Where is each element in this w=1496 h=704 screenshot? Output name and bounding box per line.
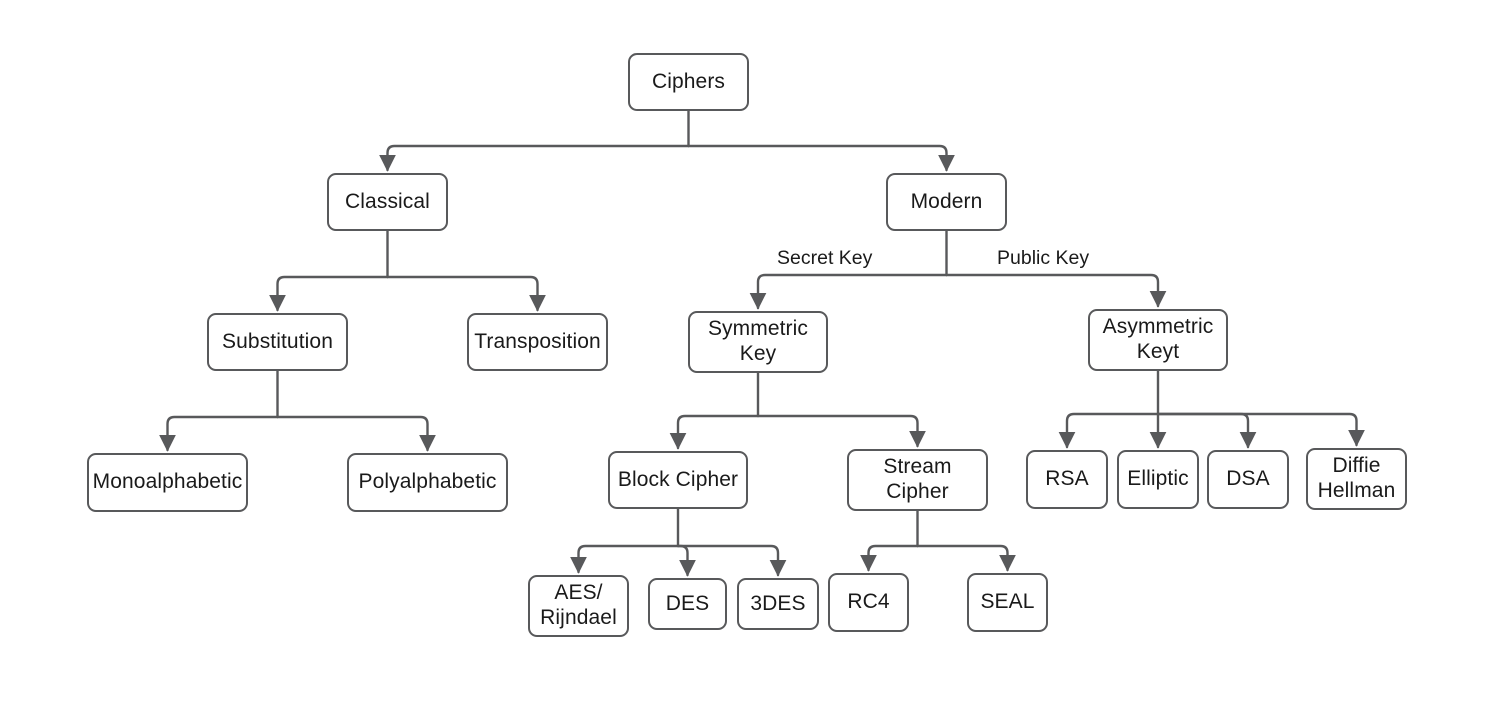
node-ciphers[interactable]: Ciphers: [628, 53, 749, 111]
edge-asymmetric-to-diffie: [1156, 412, 1365, 447]
edge-substitution-to-monoalphabetic: [159, 415, 279, 452]
node-3des[interactable]: 3DES: [737, 578, 819, 630]
node-rc4[interactable]: RC4: [828, 573, 909, 632]
edge-ciphers-to-modern: [687, 144, 955, 172]
node-classical[interactable]: Classical: [327, 173, 448, 231]
node-block[interactable]: Block Cipher: [608, 451, 748, 509]
edge-stream-to-rc4: [860, 544, 919, 572]
edge-label-public-key: Public Key: [994, 248, 1093, 269]
node-symmetric[interactable]: Symmetric Key: [688, 311, 828, 373]
edge-classical-to-transposition: [386, 275, 546, 312]
node-polyalphabetic[interactable]: Polyalphabetic: [347, 453, 508, 512]
edge-symmetric-to-stream: [756, 414, 926, 448]
node-aes[interactable]: AES/ Rijndael: [528, 575, 629, 637]
edge-block-to-3des: [676, 544, 787, 577]
edge-modern-to-symmetric: [749, 273, 948, 310]
node-modern[interactable]: Modern: [886, 173, 1007, 231]
edge-modern-to-asymmetric: [945, 273, 1167, 308]
node-monoalphabetic[interactable]: Monoalphabetic: [87, 453, 248, 512]
edge-stream-to-seal: [916, 544, 1016, 572]
edge-asymmetric-to-rsa: [1058, 412, 1160, 449]
node-asymmetric[interactable]: Asymmetric Keyt: [1088, 309, 1228, 371]
node-transposition[interactable]: Transposition: [467, 313, 608, 371]
edge-symmetric-to-block: [669, 414, 760, 450]
edge-block-to-aes: [570, 544, 680, 574]
edge-substitution-to-polyalphabetic: [276, 415, 436, 452]
edge-label-secret-key: Secret Key: [774, 248, 876, 269]
edge-block-to-des: [676, 544, 696, 577]
node-des[interactable]: DES: [648, 578, 727, 630]
edge-asymmetric-to-dsa: [1156, 412, 1257, 449]
node-elliptic[interactable]: Elliptic: [1117, 450, 1199, 509]
edge-ciphers-to-classical: [379, 144, 690, 172]
node-seal[interactable]: SEAL: [967, 573, 1048, 632]
node-substitution[interactable]: Substitution: [207, 313, 348, 371]
node-diffie[interactable]: Diffie Hellman: [1306, 448, 1407, 510]
node-rsa[interactable]: RSA: [1026, 450, 1108, 509]
node-dsa[interactable]: DSA: [1207, 450, 1289, 509]
edge-classical-to-substitution: [269, 275, 389, 312]
node-stream[interactable]: Stream Cipher: [847, 449, 988, 511]
